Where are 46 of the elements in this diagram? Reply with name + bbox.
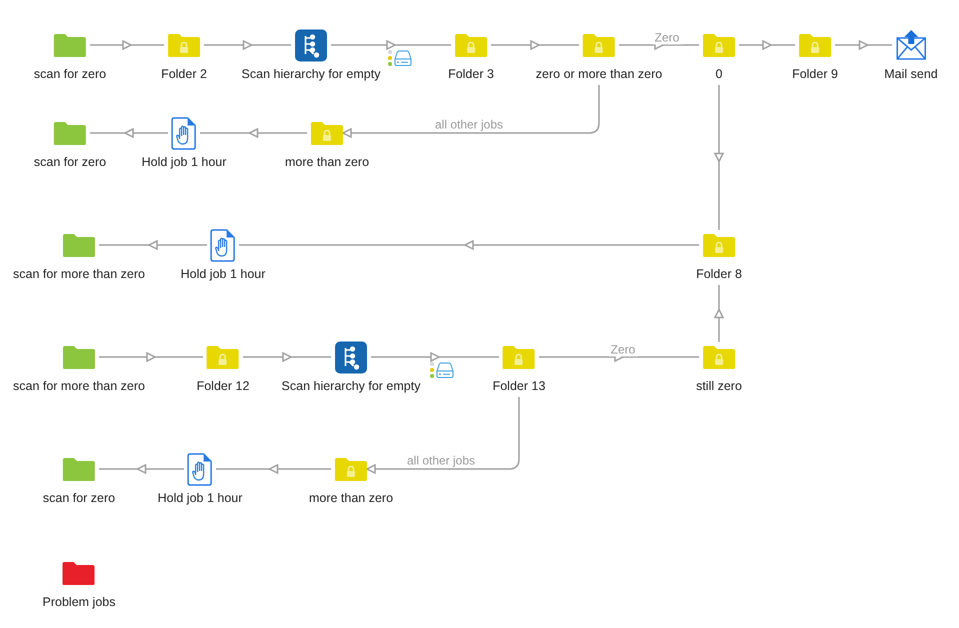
node-label: still zero xyxy=(696,379,742,394)
node-label: Hold job 1 hour xyxy=(158,491,242,506)
arrow xyxy=(739,40,795,50)
arrow xyxy=(200,128,307,138)
node-label: scan for zero xyxy=(34,155,106,170)
edge-label: Zero xyxy=(608,344,638,356)
arrow xyxy=(835,40,892,50)
node-label: Problem jobs xyxy=(42,595,116,610)
edge-label: all other jobs xyxy=(432,118,506,132)
arrow xyxy=(90,128,168,138)
node-label: Folder 8 xyxy=(696,267,742,282)
node-label: more than zero xyxy=(308,491,394,506)
node-label: Folder 9 xyxy=(792,67,838,82)
arrow xyxy=(714,285,724,342)
arrow xyxy=(714,85,724,230)
node-label: zero or more than zero xyxy=(536,67,662,82)
arrow xyxy=(216,464,331,474)
node-label: Scan hierarchy for empty xyxy=(242,67,380,82)
node-label: Folder 2 xyxy=(161,67,207,82)
node-label: Hold job 1 hour xyxy=(180,267,266,282)
node-label: scan for more than zero xyxy=(13,379,145,394)
arrow xyxy=(90,40,164,50)
arrow xyxy=(491,40,579,50)
node-label: Folder 13 xyxy=(492,379,546,394)
arrow xyxy=(99,464,184,474)
arrow xyxy=(99,352,203,362)
node-label: Folder 3 xyxy=(448,67,494,82)
edge-label: all other jobs xyxy=(404,454,478,468)
node-label: Hold job 1 hour xyxy=(142,155,226,170)
arrow xyxy=(331,40,451,50)
edge-label: Zero xyxy=(652,32,682,44)
arrow xyxy=(204,40,291,50)
arrow xyxy=(239,240,699,250)
node-label: Mail send xyxy=(884,67,938,82)
node-label: more than zero xyxy=(284,155,370,170)
arrow xyxy=(366,397,520,474)
node-label: Folder 12 xyxy=(196,379,250,394)
node-label: 0 xyxy=(716,67,722,82)
node-label: scan for zero xyxy=(42,491,116,506)
node-label: scan for more than zero xyxy=(13,267,145,282)
arrow xyxy=(342,85,600,138)
arrow xyxy=(99,240,207,250)
node-label: scan for zero xyxy=(34,67,106,82)
arrow xyxy=(243,352,331,362)
arrow xyxy=(371,352,499,362)
node-label: Scan hierarchy for empty xyxy=(282,379,420,394)
